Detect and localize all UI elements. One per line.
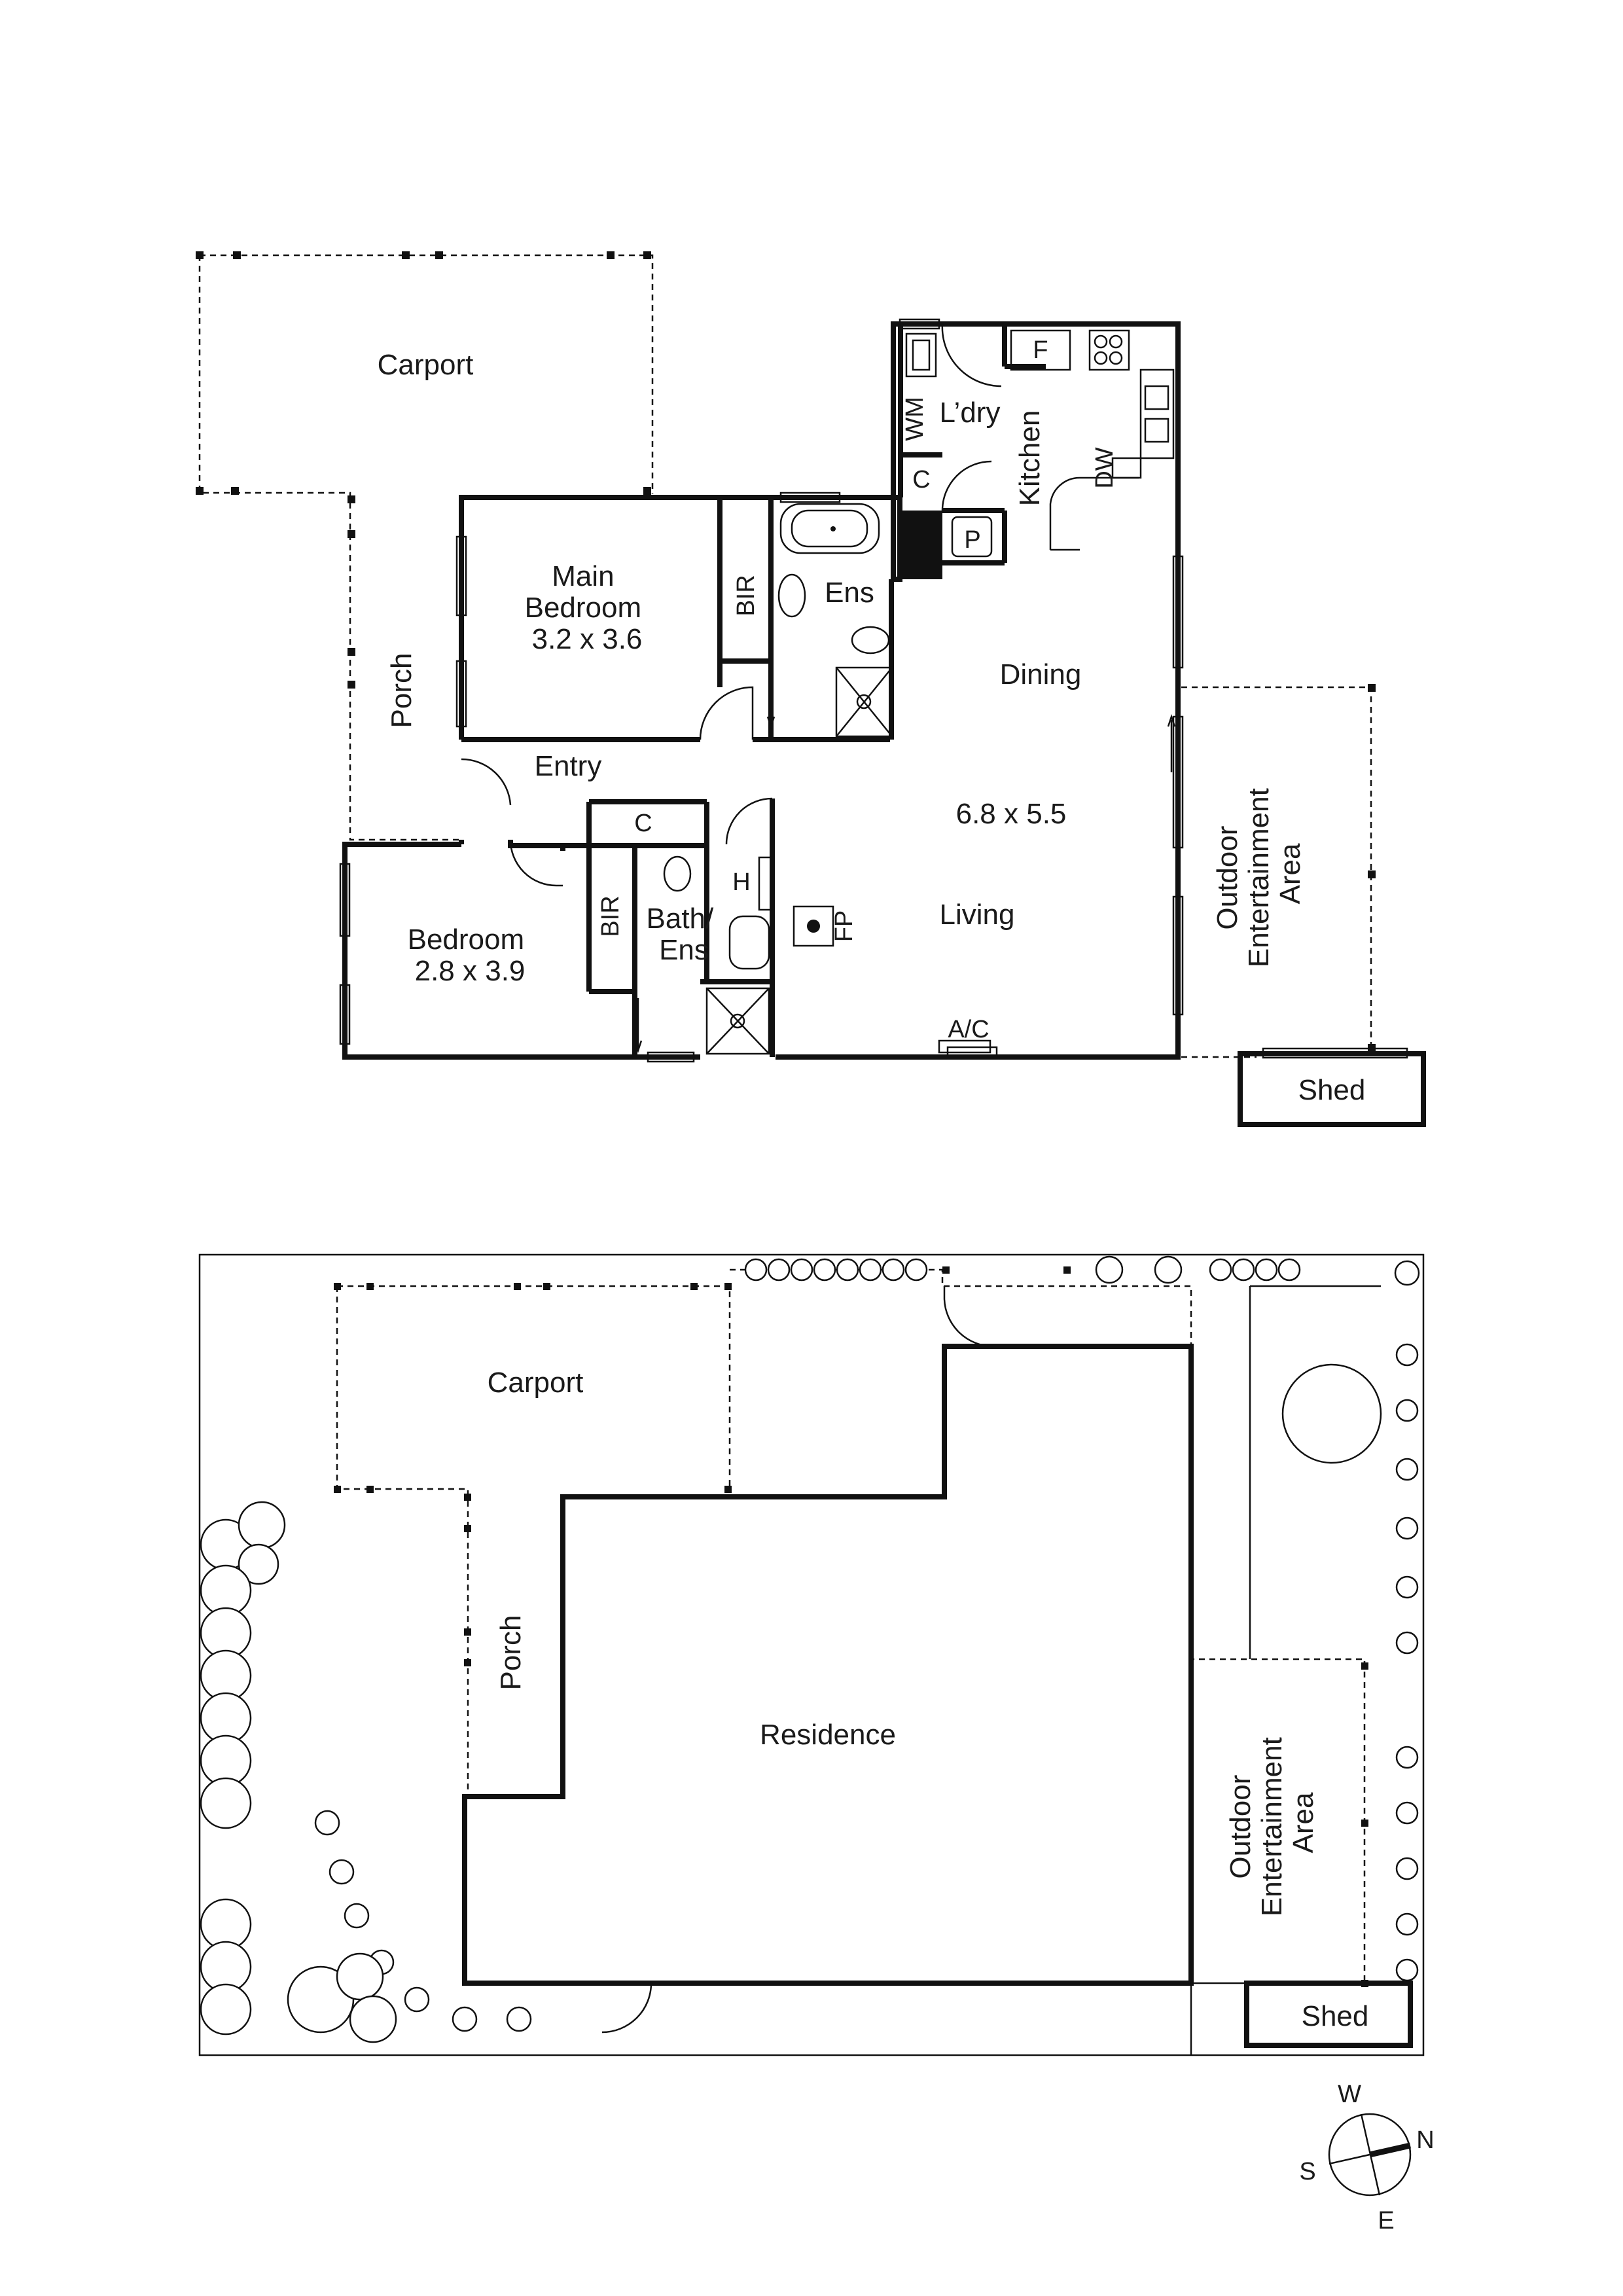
site-label-carport: Carport (488, 1367, 584, 1399)
compass-w: W (1338, 2081, 1361, 2108)
label-dw: DW (1091, 447, 1118, 488)
label-main-bedroom-line1: Main (552, 560, 614, 592)
label-outdoor-line3: Area (1274, 843, 1306, 904)
label-porch: Porch (385, 653, 418, 728)
label-outdoor: Outdoor Entertainment Area (1211, 780, 1306, 967)
label-bedroom-line2: 2.8 x 3.9 (415, 955, 526, 987)
label-bir-bed: BIR (597, 895, 624, 937)
site-plan: Carport Porch Residence Outdoor Entertai… (198, 1253, 1425, 2056)
label-carport: Carport (378, 349, 474, 381)
compass-n: N (1416, 2126, 1434, 2154)
site-label-outdoor-line2: Entertainment (1256, 1737, 1288, 1916)
label-bedroom: Bedroom 2.8 x 3.9 (408, 924, 533, 987)
label-living: Living (940, 899, 1015, 931)
fixtures (663, 329, 1175, 1055)
residence-outline (462, 1344, 1194, 1986)
label-shed: Shed (1298, 1074, 1366, 1106)
compass-e: E (1378, 2207, 1394, 2234)
label-h: H (732, 869, 750, 896)
label-main-bedroom: Main Bedroom 3.2 x 3.6 (525, 560, 650, 655)
label-cupboard-hall: C (634, 810, 652, 837)
site-label-residence: Residence (760, 1719, 896, 1751)
site-carport-outline (334, 1266, 1368, 1987)
label-wm: WM (901, 397, 929, 441)
label-main-bedroom-line3: 3.2 x 3.6 (532, 623, 643, 655)
site-label-outdoor: Outdoor Entertainment Area (1224, 1729, 1319, 1916)
label-bath-ens-line2: Ens (659, 934, 709, 966)
compass-needle (1369, 2142, 1411, 2158)
site-boundary (198, 1253, 1425, 2056)
label-bath-ens: Bath/ Ens (647, 903, 722, 966)
outdoor-area (1181, 684, 1426, 1127)
doors (461, 323, 1176, 1053)
right-hedge (1281, 1343, 1419, 1982)
floor-plan: Carport Main Bedroom 3.2 x 3.6 BIR Ens W… (196, 251, 1426, 1127)
left-hedge (200, 1501, 397, 2043)
windows (339, 318, 1184, 1063)
label-bir-main: BIR (732, 575, 760, 616)
site-label-outdoor-line3: Area (1287, 1792, 1319, 1853)
floor-plan-labels: Carport Main Bedroom 3.2 x 3.6 BIR Ens W… (378, 336, 1366, 1106)
label-ac: A/C (948, 1016, 989, 1043)
carport-outline (196, 251, 654, 841)
label-pantry: P (964, 526, 980, 554)
site-label-outdoor-line1: Outdoor (1224, 1775, 1257, 1879)
compass-ring (1328, 2113, 1412, 2197)
label-bath-ens-line1: Bath/ (647, 903, 715, 935)
house-walls (342, 321, 1181, 1060)
site-shed (1244, 1981, 1413, 2048)
label-fridge: F (1033, 336, 1048, 364)
label-bedroom-line1: Bedroom (408, 924, 525, 956)
compass-s: S (1299, 2158, 1315, 2185)
site-plan-labels: Carport Porch Residence Outdoor Entertai… (488, 1367, 1369, 2032)
site-label-shed: Shed (1302, 2000, 1369, 2032)
site-label-porch: Porch (495, 1615, 527, 1691)
label-outdoor-line1: Outdoor (1211, 826, 1243, 930)
label-fp: FP (830, 910, 858, 942)
label-laundry: L’dry (940, 397, 1001, 429)
label-main-bedroom-line2: Bedroom (525, 592, 642, 624)
label-ens: Ens (825, 577, 874, 609)
top-hedge (744, 1255, 1420, 1286)
compass: W N S E (1299, 2081, 1434, 2234)
label-kitchen: Kitchen (1014, 410, 1046, 507)
label-living-dims: 6.8 x 5.5 (956, 798, 1067, 830)
label-cupboard-laundry: C (912, 466, 930, 493)
label-entry: Entry (535, 750, 602, 782)
label-dining: Dining (1000, 658, 1082, 691)
label-outdoor-line2: Entertainment (1243, 788, 1275, 967)
